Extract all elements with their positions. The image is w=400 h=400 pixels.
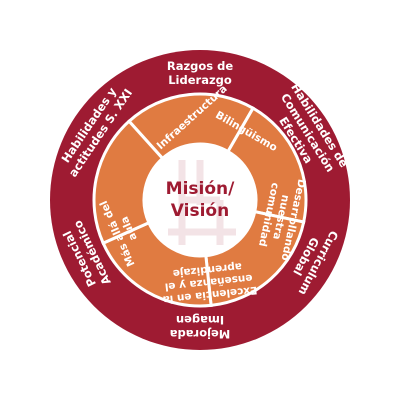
outer-ring-label: MejoradaImagen xyxy=(170,313,231,341)
outer-ring-label-line: Liderazgo xyxy=(168,73,232,87)
center-subtitle: Visión xyxy=(171,201,229,221)
center-title: Misión/ xyxy=(166,179,235,199)
outer-ring-label-line: Imagen xyxy=(176,313,224,327)
outer-ring-label-line: Razgos de xyxy=(167,59,234,73)
outer-ring-label-line: Mejorada xyxy=(170,327,231,341)
center-circle xyxy=(144,144,256,256)
logo-watermark xyxy=(168,160,236,245)
